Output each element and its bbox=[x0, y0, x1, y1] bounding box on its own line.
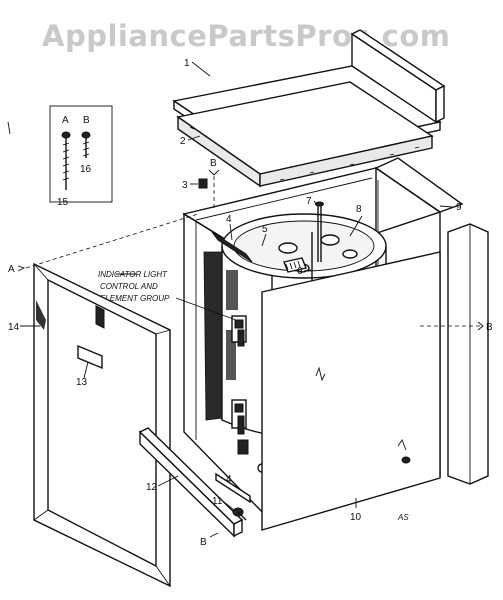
ref-a-dash bbox=[25, 213, 199, 269]
leader-9 bbox=[439, 205, 453, 208]
inset-label-b: B bbox=[83, 115, 90, 126]
inset-label-a: A bbox=[62, 115, 69, 126]
watermark-text: AppliancePartsPros.com bbox=[42, 19, 450, 53]
callout-8: 8 bbox=[356, 204, 362, 215]
callout-15: 15 bbox=[57, 197, 69, 208]
leader-6 bbox=[303, 269, 312, 272]
ref-b-right: B bbox=[486, 322, 493, 333]
leader-12 bbox=[157, 475, 179, 487]
front-door-part bbox=[33, 262, 171, 588]
screw-15-icon bbox=[61, 131, 71, 190]
callout-13: 13 bbox=[76, 377, 88, 388]
ref-b-top-arrow bbox=[208, 169, 220, 176]
ref-b-right-arrow bbox=[477, 321, 484, 331]
screw-16-icon bbox=[81, 131, 91, 158]
callout-3: 3 bbox=[182, 180, 188, 191]
inset-frame bbox=[49, 105, 113, 203]
callout-12: 12 bbox=[146, 482, 158, 493]
leader-7 bbox=[313, 200, 319, 207]
leader-1 bbox=[191, 61, 211, 77]
stray-mark bbox=[7, 121, 11, 135]
group-label-leader bbox=[175, 297, 237, 321]
callout-4-top: 4 bbox=[226, 214, 232, 225]
figure-code: AS bbox=[397, 513, 409, 522]
callout-11: 11 bbox=[212, 496, 223, 507]
group-label-line3: ELEMENT GROUP bbox=[100, 294, 170, 303]
screw-11-icon bbox=[232, 507, 247, 521]
insulation-pad-part bbox=[176, 81, 434, 188]
callout-16: 16 bbox=[80, 164, 92, 175]
ref-a-left: A bbox=[8, 264, 15, 275]
callout-9: 9 bbox=[456, 202, 462, 213]
ref-b-bottom-arrow bbox=[209, 532, 219, 538]
leader-11 bbox=[223, 501, 235, 511]
callout-1: 1 bbox=[184, 58, 190, 69]
callout-7: 7 bbox=[306, 196, 312, 207]
bottom-trim-part bbox=[138, 427, 244, 538]
callout-14: 14 bbox=[8, 322, 20, 333]
callout-5: 5 bbox=[262, 224, 268, 235]
leader-2 bbox=[187, 135, 201, 141]
group-label-line2: CONTROL AND bbox=[100, 282, 158, 291]
ref-a-arrow bbox=[17, 265, 26, 272]
group-label-line1: INDICATOR LIGHT bbox=[98, 270, 168, 279]
ref-b-bottom: B bbox=[200, 537, 207, 548]
leader-4-top bbox=[229, 223, 233, 241]
callout-10: 10 bbox=[350, 512, 362, 523]
rear-channel-part bbox=[447, 223, 489, 485]
screw-inset: A B 16 15 bbox=[49, 105, 113, 208]
leader-5 bbox=[261, 233, 267, 247]
callout-4-bottom: 4 bbox=[226, 474, 232, 485]
clip-3-icon bbox=[198, 178, 208, 189]
water-tank-part bbox=[203, 201, 387, 439]
callout-2: 2 bbox=[180, 136, 186, 147]
leader-8 bbox=[349, 215, 363, 237]
leader-13 bbox=[83, 361, 89, 379]
side-panel-part bbox=[261, 251, 441, 531]
bracket-4-part bbox=[211, 231, 253, 504]
callout-6: 6 bbox=[297, 266, 303, 277]
ref-b-top: B bbox=[210, 158, 217, 169]
